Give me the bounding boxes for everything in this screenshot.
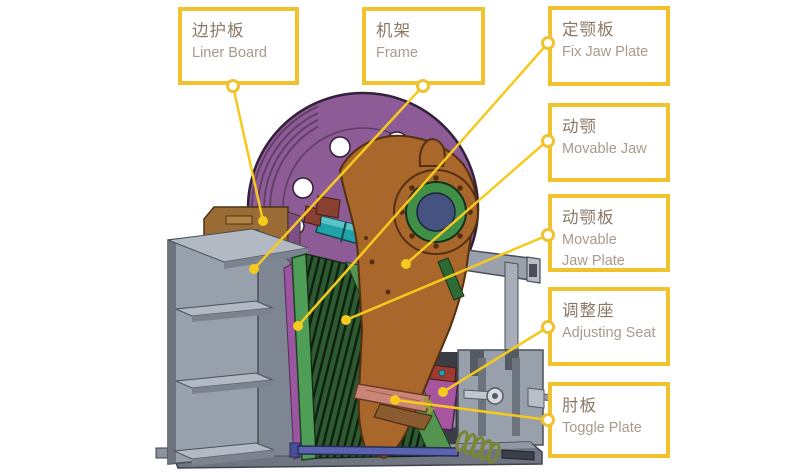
anchor-ring-toggle-plate: [541, 413, 555, 427]
label-en: Fix Jaw Plate: [562, 44, 649, 61]
tension-spring: [455, 430, 535, 464]
frame-shelf: [167, 228, 309, 269]
label-en: Adjusting Seat: [562, 325, 656, 342]
label-en: Frame: [376, 45, 418, 62]
callout-movable-jaw-plate: 动颚板 Movable Jaw Plate: [548, 194, 670, 272]
anchor-ring-movable-jaw-plate: [541, 228, 555, 242]
leader-lines: [231, 42, 550, 422]
callout-toggle-plate: 肘板 Toggle Plate: [548, 382, 670, 458]
tension-rod: [289, 442, 459, 458]
label-zh: 调整座: [562, 302, 615, 320]
callout-fix-jaw-plate: 定颚板 Fix Jaw Plate: [548, 6, 670, 86]
label-en: Toggle Plate: [562, 420, 642, 437]
label-en: Jaw Plate: [562, 252, 625, 269]
label-zh: 肘板: [562, 397, 597, 415]
bearing-center: [416, 192, 456, 232]
anchor-ring-fix-jaw-plate: [541, 36, 555, 50]
label-zh: 边护板: [192, 22, 245, 40]
frame-shelf: [172, 442, 275, 466]
callout-movable-jaw: 动颚 Movable Jaw: [548, 103, 670, 182]
flywheel-hole: [329, 136, 351, 158]
label-zh: 动颚板: [562, 209, 615, 227]
frame-side-wall: [167, 228, 309, 466]
frame-shelf: [174, 372, 274, 394]
callout-frame: 机架 Frame: [362, 7, 485, 85]
flywheel-hole: [292, 177, 314, 199]
anchor-ring-liner-board: [226, 79, 240, 93]
label-en: Liner Board: [192, 45, 267, 62]
callout-liner-board: 边护板 Liner Board: [178, 7, 299, 85]
shaft-end: [437, 257, 465, 301]
anchor-ring-frame: [416, 79, 430, 93]
label-zh: 定颚板: [562, 21, 615, 39]
label-en: Movable: [562, 232, 617, 249]
label-en: Movable Jaw: [562, 141, 647, 158]
bearing-flange: [393, 169, 479, 255]
frame-shelf: [174, 300, 274, 322]
label-zh: 机架: [376, 22, 411, 40]
anchor-ring-movable-jaw: [541, 134, 555, 148]
leader-dots: [249, 216, 448, 405]
anchor-ring-adjusting-seat: [541, 320, 555, 334]
callout-adjusting-seat: 调整座 Adjusting Seat: [548, 287, 670, 366]
label-zh: 动颚: [562, 118, 597, 136]
